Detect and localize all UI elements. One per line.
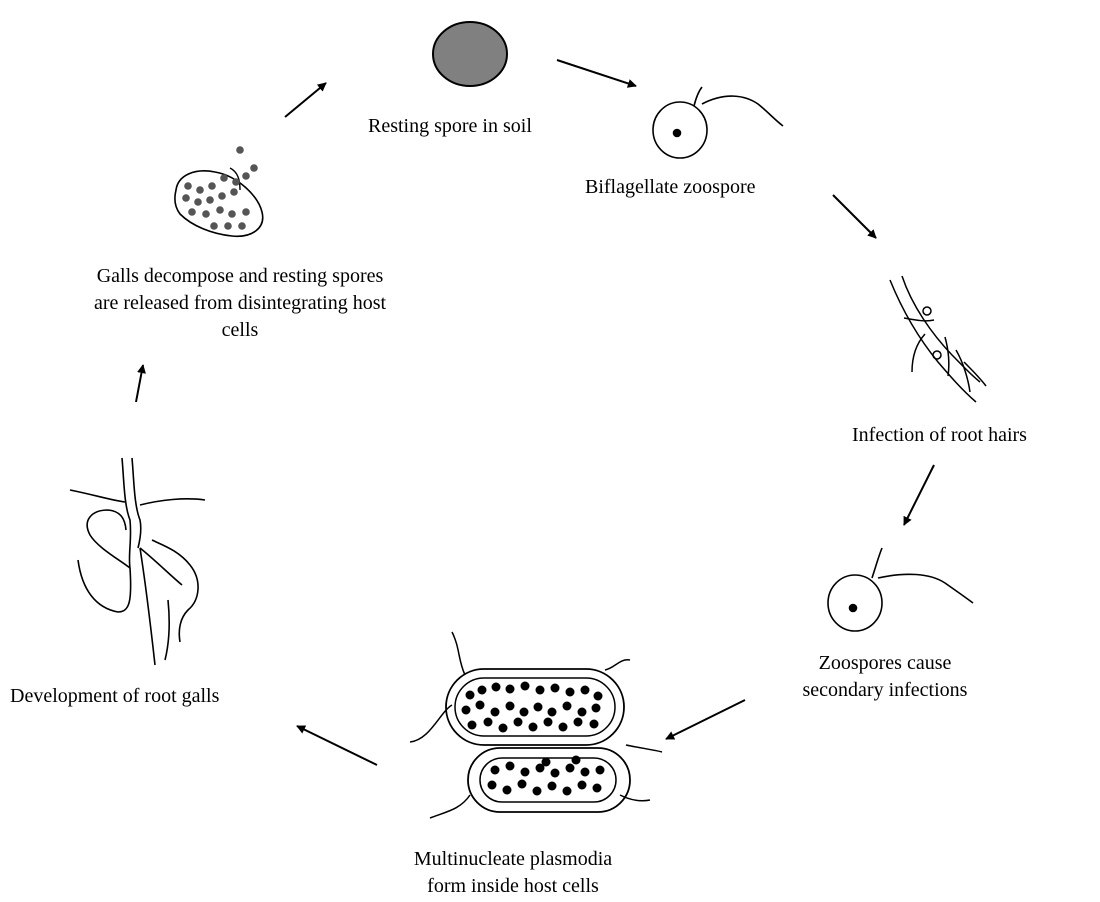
nucleus-dot (566, 764, 575, 773)
nucleus-dot (468, 721, 477, 730)
nucleus-dot (563, 702, 572, 711)
arrow-infection-to-secondary (904, 465, 934, 525)
arrow-zoospore-to-infection (833, 195, 876, 238)
nucleus-dot (518, 780, 527, 789)
nucleus-dot (572, 756, 581, 765)
spore-dot (232, 178, 240, 186)
nucleus-dot (559, 723, 568, 732)
spore-dot (194, 198, 202, 206)
nucleus-dot (581, 686, 590, 695)
nucleus-dot (462, 706, 471, 715)
spore-dot (188, 208, 196, 216)
spore-dot (242, 172, 250, 180)
nucleus-dot (581, 768, 590, 777)
nucleus-dot (514, 718, 523, 727)
nucleus-dot (544, 718, 553, 727)
spore-dot (238, 222, 246, 230)
nucleus-dot (578, 781, 587, 790)
spore-dot (182, 194, 190, 202)
nucleus-dot (542, 758, 551, 767)
nucleus-dot (536, 686, 545, 695)
nucleus-dot (491, 766, 500, 775)
root-hairs-icon (890, 276, 986, 402)
nucleus-dot (520, 708, 529, 717)
nucleus-dot (492, 683, 501, 692)
secondary-zoospore-icon (828, 548, 973, 631)
nucleus-dot (529, 723, 538, 732)
nucleus-dot (521, 682, 530, 691)
spore-dot (224, 222, 232, 230)
nucleus-dot (551, 769, 560, 778)
plasmodia-cells-icon (410, 632, 662, 818)
nucleus-dot (548, 708, 557, 717)
nucleus-dot (596, 766, 605, 775)
nucleus-dot (506, 685, 515, 694)
spore-dot (250, 164, 258, 172)
spore-dot (210, 222, 218, 230)
nucleus-dot (484, 718, 493, 727)
nucleus-dot (506, 762, 515, 771)
spore-dot (216, 206, 224, 214)
nucleus-dot (590, 720, 599, 729)
nucleus-dot (491, 708, 500, 717)
nucleus-dot (563, 787, 572, 796)
spore-dot (196, 186, 204, 194)
spore-dot (230, 188, 238, 196)
decomposing-gall-icon (175, 146, 263, 236)
spore-dot (184, 182, 192, 190)
nucleus-dot (533, 787, 542, 796)
nucleus-dot (506, 702, 515, 711)
nucleus-dot (478, 686, 487, 695)
nucleus-dot (503, 786, 512, 795)
arrow-secondary-to-plasmodia (666, 700, 745, 739)
arrow-plasmodia-to-galls (297, 726, 377, 765)
spore-dot (228, 210, 236, 218)
arrow-spore-to-zoospore (557, 60, 636, 86)
spore-dot (208, 182, 216, 190)
spore-dot (236, 146, 244, 154)
nucleus-dot (578, 708, 587, 717)
root-galls-icon (70, 458, 205, 665)
spore-dot (220, 174, 228, 182)
spore-dot (218, 192, 226, 200)
nucleus-dot (566, 688, 575, 697)
spore-dot (202, 210, 210, 218)
nucleus-dot (574, 718, 583, 727)
spore-dot (242, 208, 250, 216)
nucleus-dot (499, 724, 508, 733)
arrow-galls-to-decompose (136, 365, 143, 402)
nucleus-dot (521, 768, 530, 777)
nucleus-dot (476, 701, 485, 710)
spore-dot (206, 196, 214, 204)
nucleus-dot (593, 784, 602, 793)
nucleus-dot (551, 684, 560, 693)
arrow-decompose-to-spore (285, 83, 326, 117)
nucleus-dot (466, 691, 475, 700)
nucleus-dot (548, 782, 557, 791)
nucleus-dot (488, 781, 497, 790)
nucleus-dot (594, 692, 603, 701)
nucleus-dot (534, 703, 543, 712)
resting-spore-icon (433, 22, 507, 86)
biflagellate-zoospore-icon (653, 87, 783, 158)
nucleus-dot (592, 704, 601, 713)
